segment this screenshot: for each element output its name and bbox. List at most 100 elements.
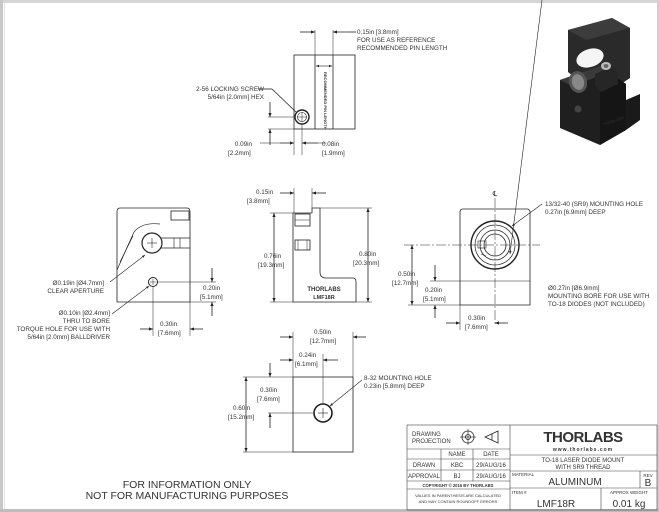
- left-dim-h-in: 0.20in: [203, 285, 221, 292]
- disclaimer-line-1: FOR INFORMATION ONLY: [123, 479, 252, 491]
- item-value: LMF18R: [537, 499, 575, 510]
- frame-top: [0, 0, 659, 3]
- thread-note-1: 13/32-40 (SR9) MOUNTING HOLE: [545, 201, 643, 208]
- bore-note-3: TO-18 DIODES (NOT INCLUDED): [548, 301, 645, 308]
- side-dim-pin-in: 0.15in: [256, 189, 274, 196]
- drawn-date: 29/AUG/16: [476, 463, 506, 469]
- side-view-text: 0.15in [3.8mm] 0.76in [19.3mm] 0.80in [2…: [247, 189, 379, 301]
- disclaimer-line-2: NOT FOR MANUFACTURING PURPOSES: [86, 490, 289, 502]
- bottom-dim-h-mm: [15.2mm]: [228, 414, 254, 421]
- values-note-2: AND MAY CONTAIN ROUNDOFF ERRORS: [419, 499, 498, 504]
- side-dim-h1-mm: [19.3mm]: [258, 262, 284, 269]
- part-title-1: TO-18 LASER DIODE MOUNT: [542, 458, 625, 464]
- bottom-view: [243, 332, 366, 453]
- front-dim-20-mm: [5.1mm]: [423, 296, 446, 303]
- pin-dim: 0.15in [3.8mm]: [357, 29, 399, 36]
- bottom-dim-y-mm: [7.6mm]: [257, 396, 280, 403]
- left-dim-w-in: 0.30in: [160, 321, 178, 328]
- side-dim-h1-in: 0.76in: [264, 253, 282, 260]
- dim-0-09-in: 0.09in: [235, 141, 253, 148]
- bottom-dim-x-in: 0.24in: [299, 352, 317, 359]
- item-label: ITEM #: [512, 490, 527, 495]
- bore-note-1: Ø0.27in [Ø6.9mm]: [548, 285, 600, 292]
- left-dim-h-mm: [5.1mm]: [200, 294, 223, 301]
- dim-0-09-mm: [2.2mm]: [228, 150, 251, 157]
- approval-label: APPROVAL: [408, 474, 441, 480]
- side-dim-h2-mm: [20.3mm]: [353, 260, 379, 267]
- dim-0-08-mm: [1.9mm]: [322, 150, 345, 157]
- isometric-render: THORLABS: [560, 18, 640, 145]
- front-dim-20-in: 0.20in: [425, 287, 443, 294]
- projection-label-1: DRAWING: [412, 432, 441, 438]
- torque-note-3: TORQUE HOLE FOR USE WITH: [17, 326, 111, 333]
- centerline-symbol: ℄: [492, 191, 498, 198]
- side-engraving-brand: THORLABS: [307, 287, 340, 293]
- front-view-text: ℄ 13/32-40 (SR9) MOUNTING HOLE 0.27in [6…: [392, 191, 650, 331]
- copyright: COPYRIGHT © 2016 BY THORLABS: [423, 483, 494, 488]
- values-note-1: VALUES IN PARENTHESIS ARE CALCULATED: [415, 493, 501, 498]
- frame-left: [0, 0, 3, 512]
- bottom-dim-w-mm: [12.7mm]: [310, 338, 336, 345]
- pin-note-2: RECOMMENDED PIN LENGTH: [357, 45, 448, 52]
- left-view-body: [116, 207, 191, 303]
- pin-note-1: FOR USE AS REFERENCE: [357, 37, 435, 44]
- frame-left-inner: [4, 3, 5, 512]
- col-name: NAME: [448, 452, 465, 458]
- side-view: [270, 188, 372, 303]
- title-block-text: DRAWING PROJECTION NAME DATE DRAWN KBC 2…: [408, 429, 653, 510]
- top-view: [258, 30, 356, 155]
- front-dim-50-mm: [12.7mm]: [392, 280, 418, 287]
- weight-value: 0.01 kg: [613, 499, 646, 510]
- approval-name: BJ: [453, 474, 460, 480]
- top-view-body: [293, 54, 356, 130]
- front-view-body: [459, 208, 531, 306]
- drawn-label: DRAWN: [413, 463, 435, 469]
- projection-cone: [484, 430, 499, 444]
- torque-note-1: Ø0.10in [Ø2.4mm]: [59, 310, 111, 317]
- thread-note-2: 0.27in [6.9mm] DEEP: [545, 209, 606, 216]
- approval-date: 29/AUG/16: [476, 474, 506, 480]
- bottom-dim-x-mm: [6.1mm]: [295, 361, 318, 368]
- drawn-name: KBC: [451, 463, 464, 469]
- col-date: DATE: [483, 452, 499, 458]
- front-dim-30-in: 0.30in: [468, 315, 486, 322]
- projection-label-2: PROJECTION: [412, 439, 451, 445]
- bottom-view-text: 0.50in [12.7mm] 0.24in [6.1mm] 0.30in [7…: [228, 329, 432, 421]
- frame-bottom: [0, 509, 659, 512]
- bottom-dim-y-in: 0.30in: [260, 387, 278, 394]
- bottom-dim-w-in: 0.50in: [314, 329, 332, 336]
- rev-label: REV: [643, 473, 652, 478]
- hole-note-2: 0.23in [5.8mm] DEEP: [364, 383, 425, 390]
- torque-hole: [148, 277, 158, 287]
- screw-note-2: 5/64in [2.0mm] HEX: [208, 94, 265, 101]
- aperture-note-1: Ø0.19in [Ø4.7mm]: [53, 280, 105, 287]
- bore-note-2: MOUNTING BORE FOR USE WITH: [548, 293, 650, 300]
- screw-note-1: 2-56 LOCKING SCREW: [196, 86, 264, 93]
- frame-right: [657, 0, 659, 512]
- front-dim-30-mm: [7.6mm]: [465, 324, 488, 331]
- front-view: [404, 0, 543, 330]
- clear-aperture: [141, 232, 163, 254]
- thorlabs-logo: THORLABS: [543, 429, 623, 446]
- material-label: MATERIAL: [512, 472, 535, 477]
- rev-value: B: [645, 478, 652, 489]
- pin-length-engraving: RECOMMENDED PIN LENGTH: [323, 72, 328, 130]
- torque-note-2: THRU TO BORE: [63, 318, 110, 325]
- bottom-dim-h-in: 0.60in: [233, 405, 251, 412]
- title-block: [406, 424, 658, 511]
- left-view-text: Ø0.19in [Ø4.7mm] CLEAR APERTURE Ø0.10in …: [17, 280, 223, 341]
- aperture-note-2: CLEAR APERTURE: [47, 288, 104, 295]
- part-title-2: WITH SR9 THREAD: [556, 465, 612, 471]
- dim-0-08-in: 0.08in: [322, 141, 340, 148]
- side-dim-h2-in: 0.80in: [359, 251, 377, 258]
- left-view: [109, 207, 216, 336]
- side-view-body: [292, 207, 357, 303]
- hole-note-1: 8-32 MOUNTING HOLE: [364, 375, 432, 382]
- disclaimer: FOR INFORMATION ONLY NOT FOR MANUFACTURI…: [86, 479, 289, 502]
- thorlabs-website: www.thorlabs.com: [552, 447, 613, 453]
- front-dim-50-in: 0.50in: [398, 271, 416, 278]
- left-dim-w-mm: [7.6mm]: [158, 330, 181, 337]
- weight-label: APPROX WEIGHT: [610, 490, 648, 495]
